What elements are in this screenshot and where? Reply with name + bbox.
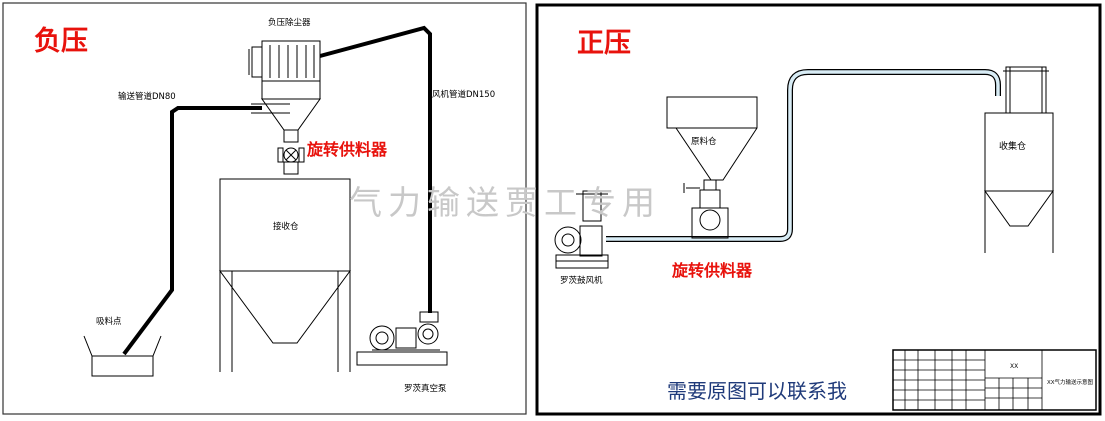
roots-vacuum-pump-label: 罗茨真空泵 <box>404 383 447 394</box>
fan-pipe <box>319 25 432 313</box>
right-rotary-feeder-label: 旋转供料器 <box>671 261 753 280</box>
fan-pipe-label: 风机管道DN150 <box>432 89 495 100</box>
conveying-pipe-label: 输送管道DN80 <box>118 91 176 102</box>
suction-point-hopper <box>83 335 162 377</box>
receiving-bin <box>219 178 351 372</box>
positive-pipe-fill <box>606 70 1000 241</box>
right-panel-title: 正压 <box>577 28 631 59</box>
title-block-company: XX <box>1010 363 1018 370</box>
title-block-drawing-name: XX气力输送示意图 <box>1047 378 1094 386</box>
dust-collector <box>248 40 321 131</box>
positive-pressure-panel: 正压 原料仓 收集仓 <box>535 3 1102 416</box>
raw-material-bin <box>666 96 758 239</box>
roots-blower <box>554 190 609 269</box>
watermark: 气力输送贾工专用 <box>349 183 661 222</box>
raw-material-bin-label: 原料仓 <box>691 136 717 147</box>
receiving-bin-label: 接收仓 <box>273 221 299 232</box>
left-panel-border <box>2 2 527 415</box>
roots-vacuum-pump <box>356 311 448 366</box>
roots-blower-label: 罗茨鼓风机 <box>560 275 603 286</box>
left-rotary-feeder-label: 旋转供料器 <box>306 140 388 159</box>
left-panel-title: 负压 <box>34 26 88 57</box>
suction-point-label: 吸料点 <box>96 316 122 327</box>
negative-pressure-panel: 负压 负压除尘器 旋转供料器 <box>2 2 527 415</box>
left-rotary-feeder-symbol <box>277 129 305 175</box>
collection-bin <box>984 66 1054 253</box>
contact-note: 需要原图可以联系我 <box>667 379 847 403</box>
drawing-title-block <box>892 349 1097 411</box>
collection-bin-label: 收集仓 <box>999 140 1026 152</box>
conveying-pipe <box>122 106 262 356</box>
dust-collector-label: 负压除尘器 <box>268 17 311 28</box>
